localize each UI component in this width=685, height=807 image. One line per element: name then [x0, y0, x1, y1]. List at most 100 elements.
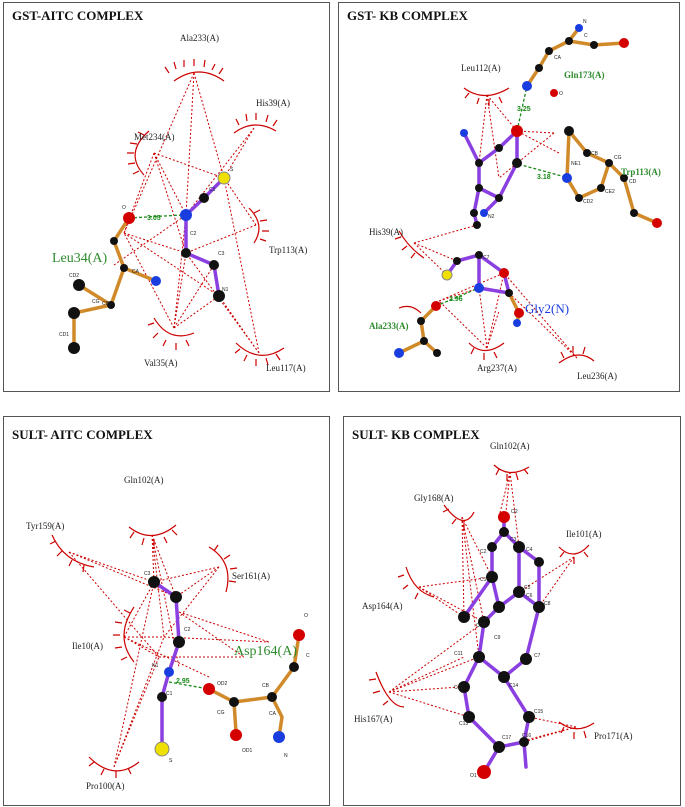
- svg-text:C3: C3: [510, 537, 517, 543]
- svg-text:O: O: [304, 613, 308, 619]
- residue-labels: Gln102(A) Tyr159(A) Ser161(A) Ile10(A) P…: [26, 475, 297, 791]
- panel-gst-kb: GST- KB COMPLEX 3.25 3.18 2.96: [338, 2, 680, 392]
- svg-text:OD2: OD2: [217, 681, 228, 687]
- svg-text:S: S: [230, 167, 234, 173]
- svg-text:C: C: [306, 653, 310, 659]
- svg-text:C: C: [584, 33, 588, 39]
- residue-labels: Ala233(A) His39(A) Met234(A) Trp113(A) V…: [52, 33, 307, 373]
- svg-text:C11: C11: [454, 651, 463, 657]
- svg-text:C4: C4: [526, 547, 533, 553]
- atom-labels: N C CA O CB CG CD NE1 CD2 CE2 N2 C7: [483, 19, 637, 261]
- residue-label: Leu117(A): [266, 363, 306, 373]
- svg-text:C3: C3: [218, 251, 225, 257]
- residue-label: Ile101(A): [566, 529, 602, 539]
- hbond-line: [168, 681, 210, 690]
- residue-label: His167(A): [354, 714, 393, 724]
- svg-text:CB: CB: [591, 151, 599, 157]
- hbond-line: [513, 162, 570, 179]
- svg-text:C2: C2: [184, 627, 191, 633]
- svg-text:C7: C7: [483, 255, 490, 261]
- contact-lines: [388, 471, 577, 748]
- svg-text:C3: C3: [144, 571, 151, 577]
- arc-ticks: [147, 322, 190, 350]
- residue-label: Leu236(A): [577, 371, 617, 381]
- svg-text:C2: C2: [480, 549, 487, 555]
- contact-arcs: [49, 524, 238, 778]
- svg-text:C14: C14: [509, 683, 518, 689]
- residue-label: Trp113(A): [269, 245, 307, 255]
- svg-text:C15: C15: [534, 709, 543, 715]
- carbon-atom: [107, 301, 115, 309]
- svg-text:CA: CA: [554, 55, 562, 61]
- svg-text:N: N: [583, 19, 587, 25]
- svg-text:C1: C1: [166, 691, 173, 697]
- svg-text:CD2: CD2: [583, 199, 593, 205]
- svg-text:C5: C5: [524, 585, 531, 591]
- atom-labels: O CA CB CG CD1 CD2 C1 C2 C3 N1 S: [59, 167, 234, 338]
- arc-ticks: [235, 113, 278, 127]
- atoms: [68, 171, 231, 354]
- svg-text:NE1: NE1: [571, 161, 581, 167]
- svg-text:C1: C1: [209, 187, 216, 193]
- residue-labels: Leu112(A) His39(A) Arg237(A) Leu236(A) G…: [369, 63, 661, 381]
- arc-ticks: [127, 131, 145, 175]
- residue-label: Val35(A): [144, 358, 178, 368]
- residue-label: Asp164(A): [362, 601, 403, 611]
- residue-label: Gln102(A): [124, 475, 164, 485]
- hbond-distance: 2.95: [176, 678, 190, 685]
- green-residue: Trp113(A): [621, 167, 661, 177]
- residue-labels: Gln102(A) Gly168(A) Ile101(A) Asp164(A) …: [354, 441, 633, 741]
- residue-label: Met234(A): [134, 132, 175, 142]
- residue-label: Gly168(A): [414, 493, 454, 503]
- hbond-distance: 2.96: [449, 296, 463, 303]
- svg-text:CE2: CE2: [605, 189, 615, 195]
- svg-text:C2: C2: [190, 231, 197, 237]
- atom-labels: O2 C3 C4 C2 C1 C5 C6 C8 C7 C9 C10 C11 C1…: [454, 509, 551, 779]
- atoms: [458, 511, 545, 779]
- residue-label: Gln102(A): [490, 441, 530, 451]
- arc-ala233: [173, 71, 225, 82]
- hbond-line: [435, 287, 480, 307]
- residue-label: Tyr159(A): [26, 521, 64, 531]
- svg-text:OD1: OD1: [242, 748, 253, 754]
- panel-title: SULT- KB COMPLEX: [352, 427, 480, 442]
- svg-text:CG: CG: [614, 155, 622, 161]
- residue-label: Arg237(A): [477, 363, 517, 373]
- contact-lines: [68, 534, 270, 768]
- svg-text:CB: CB: [262, 683, 270, 689]
- svg-text:CD1: CD1: [59, 332, 69, 338]
- panel-title: GST- KB COMPLEX: [347, 8, 468, 23]
- arc-ticks: [253, 209, 269, 242]
- sulfur-atom: [217, 171, 231, 185]
- carbon-atom: [213, 290, 225, 302]
- svg-text:N1: N1: [222, 287, 229, 293]
- carbon-atom: [68, 307, 80, 319]
- gst-aitc-diagram: GST-AITC COMPLEX 3.05: [12, 8, 307, 373]
- svg-text:C1: C1: [480, 577, 487, 583]
- carbon-atom: [110, 237, 118, 245]
- blue-residue: Gly2(N): [525, 301, 569, 316]
- svg-text:CG: CG: [92, 299, 100, 305]
- svg-text:O: O: [559, 91, 563, 97]
- sult-aitc-diagram: SULT- AITC COMPLEX 2.95: [12, 427, 310, 791]
- contact-lines: [413, 94, 578, 359]
- gst-kb-diagram: GST- KB COMPLEX 3.25 3.18 2.96: [347, 8, 662, 381]
- residue-label: His39(A): [369, 227, 403, 237]
- svg-text:CD: CD: [629, 179, 637, 185]
- green-residue: Ala233(A): [369, 321, 409, 331]
- arc-met234: [134, 130, 150, 176]
- arc-trp113: [248, 207, 260, 244]
- svg-text:N: N: [284, 753, 288, 759]
- svg-text:CA: CA: [269, 711, 277, 717]
- arc-his39: [233, 124, 277, 134]
- svg-text:C6: C6: [526, 593, 533, 599]
- svg-text:C8: C8: [544, 601, 551, 607]
- svg-text:O2: O2: [511, 509, 518, 515]
- hbond-distance: 3.18: [537, 174, 551, 181]
- carbon-atom: [181, 248, 191, 258]
- residue-bonds: [72, 216, 158, 350]
- residue-label: His39(A): [256, 98, 290, 108]
- carbon-atom: [73, 279, 85, 291]
- nitrogen-atom: [151, 276, 161, 286]
- sult-kb-diagram: SULT- KB COMPLEX: [352, 427, 633, 779]
